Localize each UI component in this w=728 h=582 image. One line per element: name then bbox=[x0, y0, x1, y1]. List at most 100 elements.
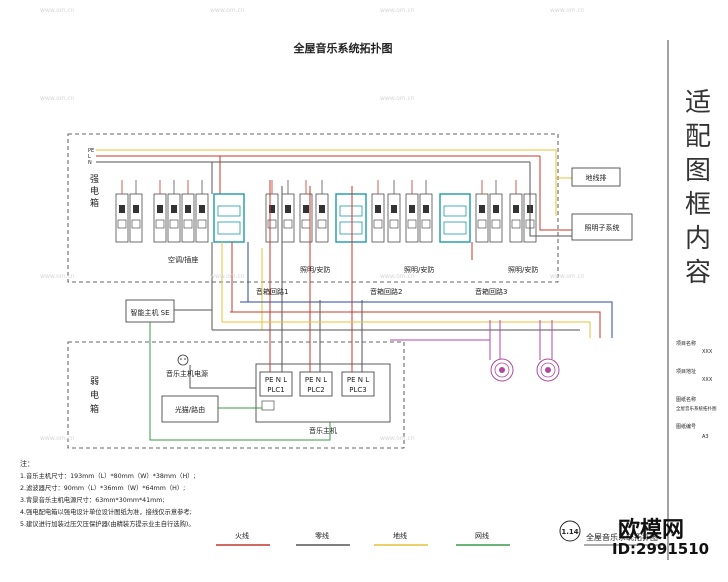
note-line-3: 3.背景音乐主机电源尺寸：63mm*30mm*41mm; bbox=[20, 495, 165, 504]
filter-body bbox=[335, 193, 367, 243]
strong-box-outline bbox=[67, 133, 559, 283]
breaker-body bbox=[371, 193, 385, 243]
breaker-toggle-icon bbox=[375, 205, 381, 213]
watermark-url: www.om.cn bbox=[380, 435, 415, 442]
router-label: 光猫/路由 bbox=[175, 405, 205, 414]
audio-circuit-1: 音箱回路1 bbox=[256, 287, 288, 296]
circuit-breaker bbox=[167, 180, 181, 243]
breaker-terminal-icon bbox=[183, 219, 193, 229]
filter-panel-icon bbox=[443, 221, 467, 235]
plc-box bbox=[341, 371, 375, 397]
weak-box-char-2: 电 bbox=[90, 389, 99, 401]
title-block-drawing-name-label: 图纸名称 bbox=[676, 396, 696, 403]
weak-box-char-1: 弱 bbox=[90, 376, 99, 387]
music-power-label: 音乐主机电源 bbox=[166, 369, 208, 378]
filter-body bbox=[439, 193, 471, 243]
breaker-body bbox=[419, 193, 433, 243]
watermark-url: www.om.cn bbox=[210, 273, 245, 280]
breaker-body bbox=[509, 193, 523, 243]
plc-name: PLC1 bbox=[267, 386, 284, 394]
breaker-toggle-icon bbox=[423, 205, 429, 213]
title-block-address-label: 项目地址 bbox=[676, 368, 696, 375]
notes: 注： 1.音乐主机尺寸：193mm（L）*80mm（W）*38mm（H）; 2.… bbox=[20, 459, 196, 528]
side-title-char-5: 内 bbox=[684, 224, 711, 254]
watermark-url: www.om.cn bbox=[380, 7, 415, 14]
earth-bus-wire bbox=[96, 149, 557, 216]
breaker-toggle-icon bbox=[119, 205, 125, 213]
title-block-project-name-label: 项目名称 bbox=[676, 340, 696, 347]
weak-box-outline bbox=[67, 341, 405, 449]
circuit-breaker bbox=[371, 180, 385, 243]
circuit-breaker bbox=[115, 180, 129, 243]
breaker-toggle-icon bbox=[285, 205, 291, 213]
wiring bbox=[149, 156, 613, 441]
breaker-body bbox=[489, 193, 503, 243]
lighting-live-wire bbox=[539, 156, 572, 231]
breaker-group-label-4: 照明/安防 bbox=[508, 265, 538, 274]
footer-caption: 全屋音乐系统拓扑图 bbox=[586, 532, 658, 542]
audio-circuit-3: 音箱回路3 bbox=[475, 287, 507, 296]
watermarks: www.om.cn www.om.cn www.om.cn www.om.cn www.… bbox=[40, 7, 585, 442]
strong-box-char-2: 电 bbox=[90, 185, 99, 197]
breaker-toggle-icon bbox=[303, 205, 309, 213]
watermark-url: www.om.cn bbox=[40, 95, 75, 102]
circuit-breaker bbox=[509, 180, 523, 243]
filter-panel-icon bbox=[217, 205, 241, 217]
breaker-terminal-icon bbox=[155, 219, 165, 229]
filter-panel-icon bbox=[339, 221, 363, 235]
watermark-url: www.om.cn bbox=[40, 435, 75, 442]
breaker-terminal-icon bbox=[131, 219, 141, 229]
breaker-body bbox=[281, 193, 295, 243]
breaker-toggle-icon bbox=[133, 205, 139, 213]
breaker-body bbox=[265, 193, 279, 243]
circuit-breaker bbox=[153, 180, 167, 243]
filter-module-1 bbox=[213, 193, 245, 243]
breaker-toggle-icon bbox=[185, 205, 191, 213]
breaker-body bbox=[115, 193, 129, 243]
legend-label: 地线 bbox=[393, 531, 407, 540]
router-box bbox=[161, 395, 219, 423]
weak-box-char-3: 箱 bbox=[90, 403, 99, 415]
plc-box bbox=[259, 371, 293, 397]
watermark-url: www.om.cn bbox=[380, 273, 415, 280]
breaker-toggle-icon bbox=[199, 205, 205, 213]
circuit-breaker bbox=[405, 180, 419, 243]
breaker-body bbox=[315, 193, 329, 243]
circuit-breaker bbox=[195, 180, 209, 243]
side-title-char-2: 配 bbox=[684, 122, 711, 152]
speaker-1 bbox=[490, 358, 514, 382]
l-label: L bbox=[88, 154, 91, 160]
weak-box-label: 弱 电 箱 bbox=[90, 376, 99, 415]
filter-panel-icon bbox=[339, 205, 363, 217]
lighting-subsystem-box bbox=[571, 213, 633, 241]
audio-circuit-2: 音箱回路2 bbox=[370, 287, 402, 296]
strong-box-label: 强 电 箱 bbox=[90, 174, 99, 209]
watermark-id: ID:2991510 bbox=[612, 540, 710, 558]
breaker-terminal-icon bbox=[477, 219, 487, 229]
breaker-terminal-icon bbox=[169, 219, 179, 229]
page-number-badge bbox=[559, 520, 581, 542]
breaker-toggle-icon bbox=[319, 205, 325, 213]
title-block-drawing-name: 全屋音乐系统拓扑图 bbox=[676, 405, 717, 412]
breaker-body bbox=[153, 193, 167, 243]
plc-terminal-label: PE N L bbox=[305, 376, 327, 384]
watermark-url: www.om.cn bbox=[210, 7, 245, 14]
breaker-body bbox=[405, 193, 419, 243]
breaker-toggle-icon bbox=[493, 205, 499, 213]
circuit-breaker bbox=[265, 180, 279, 243]
earth-bar-box bbox=[571, 167, 621, 187]
circuit-breaker bbox=[181, 180, 195, 243]
watermark-url: www.om.cn bbox=[40, 7, 75, 14]
speaker-cone-icon bbox=[499, 367, 505, 373]
note-line-5: 5.建议进行加装过压欠压保护器(由精装方提示业主自行选购)。 bbox=[20, 519, 195, 528]
plc-terminal-label: PE N L bbox=[347, 376, 369, 384]
breaker-body bbox=[181, 193, 195, 243]
breaker-terminal-icon bbox=[373, 219, 383, 229]
watermark-url: www.om.cn bbox=[550, 7, 585, 14]
breaker-terminal-icon bbox=[267, 219, 277, 229]
power-wire bbox=[189, 365, 256, 389]
speaker-ring-icon bbox=[540, 362, 556, 378]
